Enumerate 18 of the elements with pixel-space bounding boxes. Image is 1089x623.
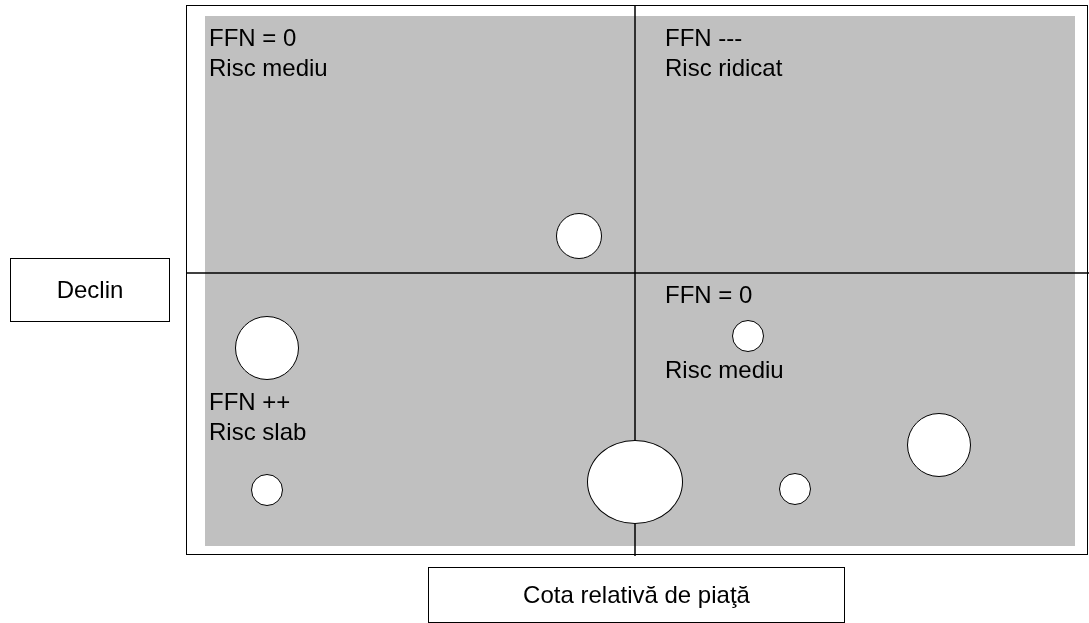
top-left-quadrant <box>205 16 635 273</box>
axis-label-box: Declin <box>10 258 170 322</box>
risk-label: Risc ridicat <box>665 54 783 82</box>
risk-label: Risc slab <box>209 418 307 446</box>
risk-label: Risc mediu <box>665 356 784 384</box>
bubble <box>779 473 811 505</box>
top-right-quadrant <box>635 16 1075 273</box>
ffn-label: FFN --- <box>665 24 743 52</box>
ffn-label: FFN = 0 <box>665 281 753 309</box>
bubble <box>251 474 283 506</box>
axis-label-box: Cota relativă de piaţă <box>428 567 845 623</box>
bottom-right-quadrant <box>635 273 1075 546</box>
bubble <box>732 320 764 352</box>
risk-label: Risc mediu <box>209 54 328 82</box>
bottom-left-quadrant <box>205 273 635 546</box>
ffn-label: FFN = 0 <box>209 24 297 52</box>
bubble <box>556 213 602 259</box>
ffn-label: FFN ++ <box>209 388 291 416</box>
